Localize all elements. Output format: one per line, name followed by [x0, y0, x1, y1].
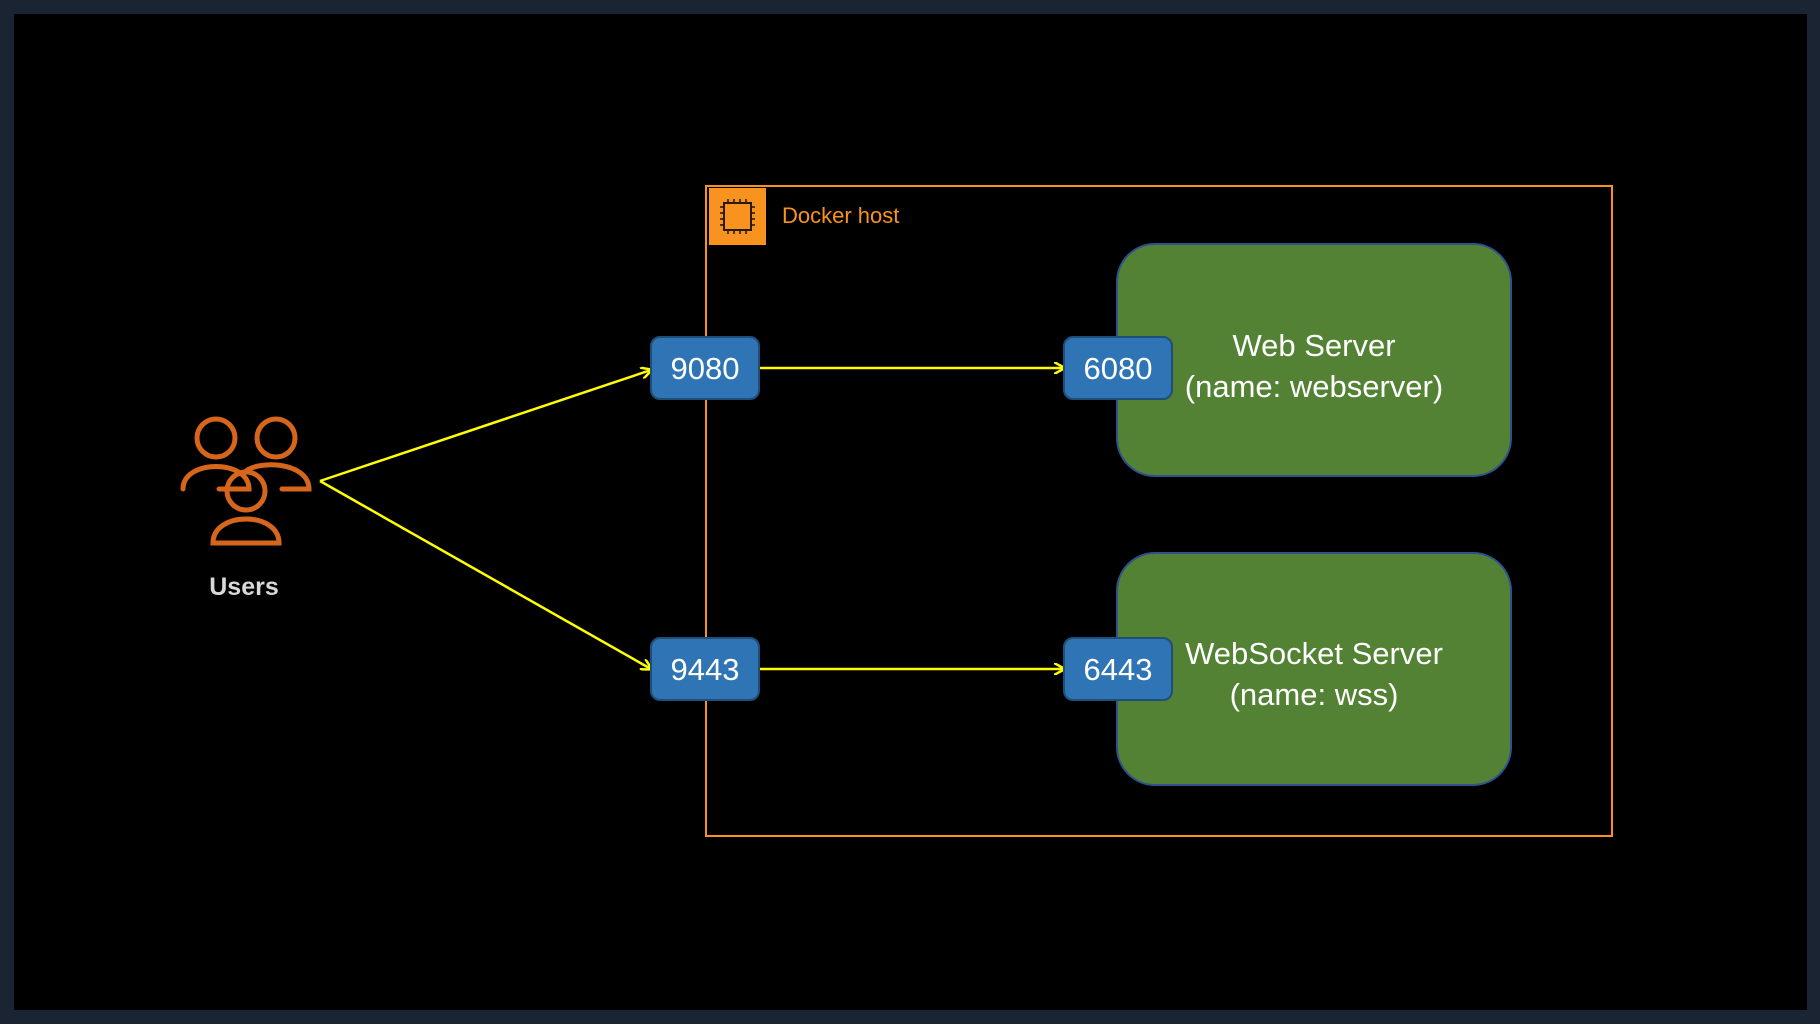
container-port-6443-label: 6443 — [1084, 652, 1153, 687]
host-port-9080-label: 9080 — [671, 351, 740, 386]
webserver-title: Web Server — [1232, 328, 1395, 363]
webserver-subtitle: (name: webserver) — [1185, 369, 1443, 404]
container-port-6080 — [1063, 336, 1173, 400]
chip-icon — [709, 188, 766, 245]
users-label: Users — [209, 573, 279, 601]
docker-host-group — [705, 185, 1613, 837]
architecture-diagram: Docker host Web Server (name: webserver)… — [180, 185, 1613, 837]
container-port-6443 — [1063, 637, 1173, 701]
host-port-9443-label: 9443 — [671, 652, 740, 687]
host-port-9443 — [650, 637, 760, 701]
arrow-users-to-9080 — [319, 370, 651, 483]
users-icon — [180, 416, 312, 546]
host-port-9080 — [650, 336, 760, 400]
wss-subtitle: (name: wss) — [1230, 677, 1399, 712]
arrow-users-to-9443 — [319, 479, 651, 669]
container-port-6080-label: 6080 — [1084, 351, 1153, 386]
diagram-canvas: Docker host Web Server (name: webserver)… — [14, 14, 1807, 1010]
wss-title: WebSocket Server — [1185, 636, 1443, 671]
docker-host-label: Docker host — [782, 203, 899, 228]
